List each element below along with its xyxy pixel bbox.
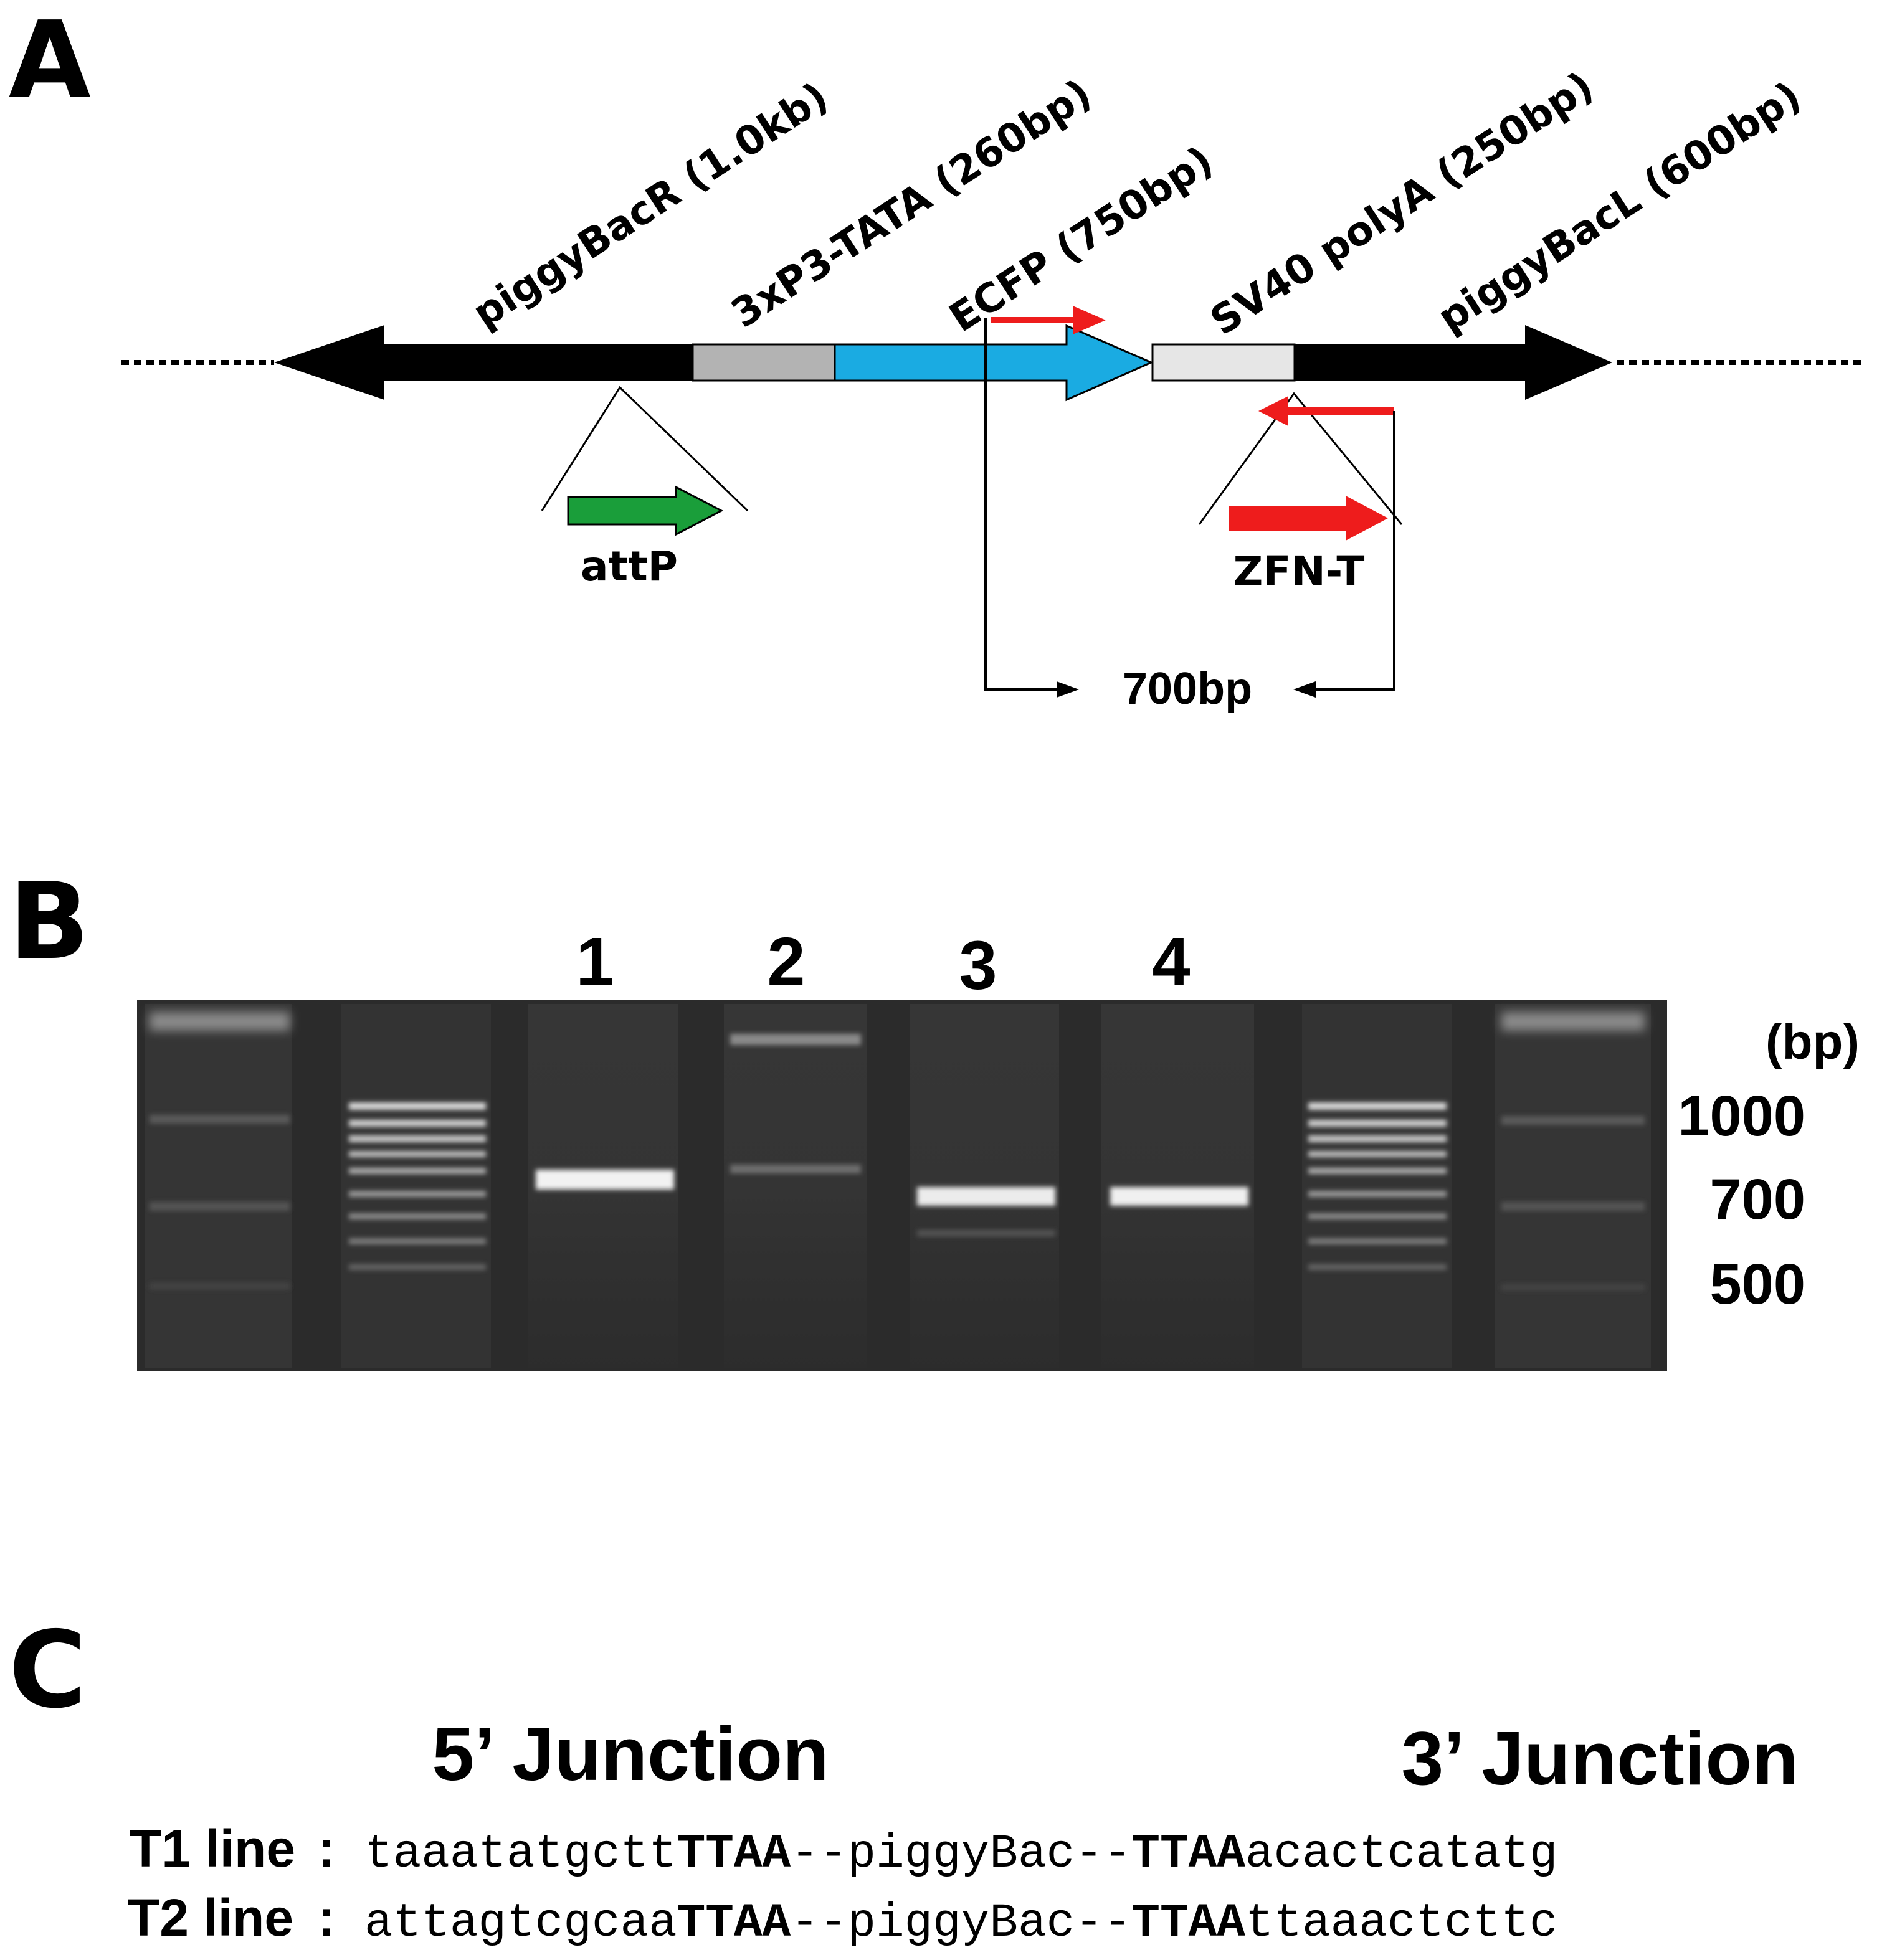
panel-c-letter: C [9, 1609, 87, 1732]
lane-label-4: 4 [1152, 924, 1190, 1000]
3xp3-tata-segment [692, 343, 836, 382]
panel-a-letter: A [9, 0, 91, 122]
gel-lane-ladder-2 [1302, 1004, 1452, 1368]
amplicon-size-label: 700bp [1123, 664, 1252, 714]
junction-row-t2-site1: TTAA [677, 1896, 791, 1950]
gel-marker-500: 500 [1710, 1252, 1806, 1316]
panel-b-letter: B [9, 860, 90, 983]
amplicon-arrowhead-right [1057, 681, 1079, 698]
junction-row-t1-colon: : [318, 1819, 335, 1878]
junction-row-t1-left-flank: taaatatgctt [364, 1827, 677, 1881]
ecfp-segment [834, 324, 1154, 402]
junction-row-t1-site2: TTAA [1131, 1827, 1245, 1881]
feature-label-piggybacl: piggyBacL (600bp) [1430, 73, 1809, 341]
junction-row-t2-right-flank: ttaaactcttc [1245, 1896, 1558, 1950]
sv40-polya-segment [1151, 343, 1296, 382]
gel-unit-label: (bp) [1766, 1014, 1860, 1069]
junction-row-t1-sequence: taaatatgcttTTAA--piggyBac--TTAAacactcata… [364, 1827, 1558, 1881]
attp-site-arrow [567, 485, 724, 536]
attp-site-label: attP [581, 542, 678, 590]
gel-lane-sample-3 [910, 1004, 1059, 1368]
gel-marker-1000: 1000 [1678, 1084, 1805, 1148]
gel-lane-sample-4 [1101, 1004, 1254, 1368]
attp-callout-lines [541, 386, 749, 512]
amplicon-arrowhead-left [1293, 681, 1316, 698]
gel-lane-ladder-right [1495, 1004, 1651, 1368]
zfn-t-site-arrow [1229, 496, 1388, 541]
junction-row-t2-sequence: attagtcgcaaTTAA--piggyBac--TTAAttaaactct… [364, 1896, 1558, 1950]
junction-row-t2-insert: --piggyBac-- [791, 1896, 1131, 1950]
gel-lane-ladder-left [145, 1004, 292, 1368]
junction-row-t1-line-label: T1 line [130, 1819, 295, 1878]
lane-label-3: 3 [959, 927, 997, 1004]
lane-label-2: 2 [767, 924, 805, 1000]
zfn-t-site-label: ZFN-T [1233, 547, 1365, 595]
amplicon-bracket-left [984, 318, 1059, 691]
junction-row-t2-line-label: T2 line [128, 1888, 293, 1947]
gel-lane-sample-1 [528, 1004, 678, 1368]
feature-label-sv40-polya: SV40 polyA (250bp) [1202, 63, 1602, 344]
junction-row-t2-left-flank: attagtcgcaa [364, 1896, 677, 1950]
junction-row-t1-site1: TTAA [677, 1827, 791, 1881]
five-prime-junction-title: 5’ Junction [432, 1711, 829, 1796]
lane-label-1: 1 [576, 924, 614, 1000]
reverse-primer-arrow [1258, 396, 1394, 426]
junction-row-t2-colon: : [318, 1888, 335, 1947]
junction-row-t2-site2: TTAA [1131, 1896, 1245, 1950]
junction-row-t1-insert: --piggyBac-- [791, 1827, 1131, 1881]
amplicon-bracket-right [1313, 411, 1395, 691]
zfn-t-callout-lines [1198, 392, 1403, 525]
three-prime-junction-title: 3’ Junction [1401, 1716, 1798, 1801]
gel-image [137, 1000, 1667, 1371]
piggybacr-segment [274, 325, 693, 400]
piggybacl-segment [1295, 325, 1612, 400]
forward-primer-arrow [991, 306, 1106, 334]
gel-marker-700: 700 [1710, 1168, 1806, 1231]
gel-lane-sample-2 [724, 1004, 867, 1368]
gel-lane-ladder-1 [341, 1004, 491, 1368]
junction-row-t1-right-flank: acactcatatg [1245, 1827, 1558, 1881]
